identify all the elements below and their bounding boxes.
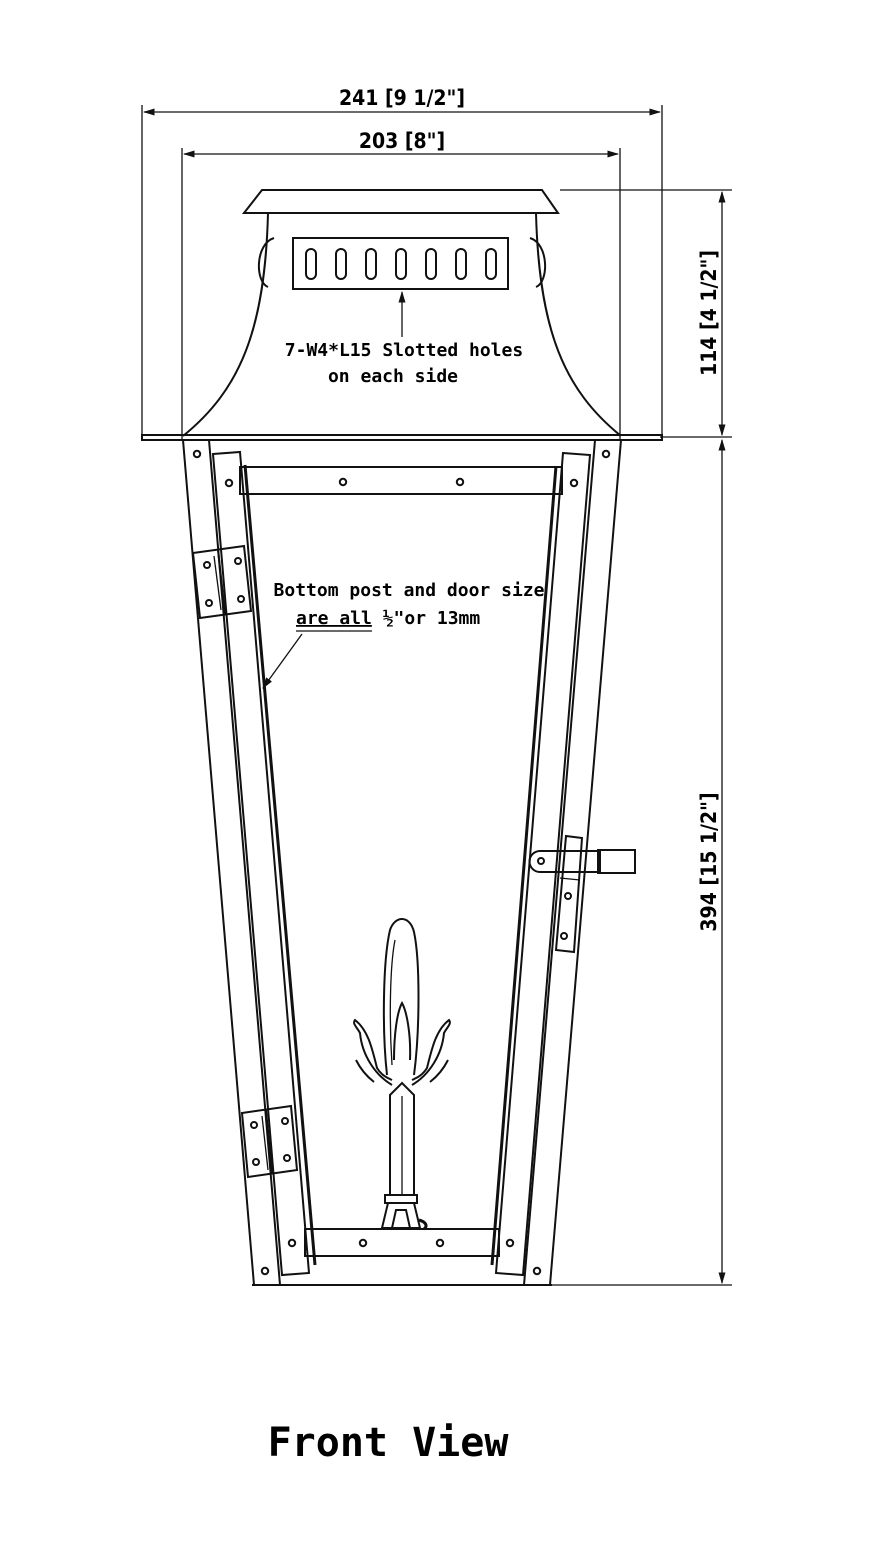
view-title: Front View xyxy=(268,1420,510,1466)
post-size-note: Bottom post and door size are all ½"or 1… xyxy=(262,580,545,689)
slot-note-line2: on each side xyxy=(328,366,458,387)
overall-width-label: 241 [9 1/2"] xyxy=(339,86,465,110)
gas-burner-flame xyxy=(353,918,451,1231)
dimension-top-height: 114 [4 1/2"] xyxy=(560,189,732,438)
body-height-label: 394 [15 1/2"] xyxy=(697,792,721,931)
door-latch xyxy=(528,834,636,954)
top-height-label: 114 [4 1/2"] xyxy=(697,250,721,376)
bottom-hinge xyxy=(240,1104,299,1179)
top-hinge xyxy=(191,544,253,620)
slotted-hole-panel xyxy=(292,237,509,337)
slot-note-line1: 7-W4*L15 Slotted holes xyxy=(285,340,523,361)
post-note-underlined: are all xyxy=(296,608,372,629)
post-note-rest: ½"or 13mm xyxy=(372,608,481,629)
post-note-line1: Bottom post and door size xyxy=(274,580,545,601)
dimension-body-height: 394 [15 1/2"] xyxy=(550,438,732,1286)
dimension-overall-width: 241 [9 1/2"] xyxy=(141,86,663,440)
top-width-label: 203 [8"] xyxy=(359,129,445,153)
post-note-line2: are all ½"or 13mm xyxy=(296,608,480,629)
dimension-top-width: 203 [8"] xyxy=(181,129,621,440)
lantern-top-cap xyxy=(141,189,663,441)
lantern-body-frame xyxy=(181,439,623,1286)
